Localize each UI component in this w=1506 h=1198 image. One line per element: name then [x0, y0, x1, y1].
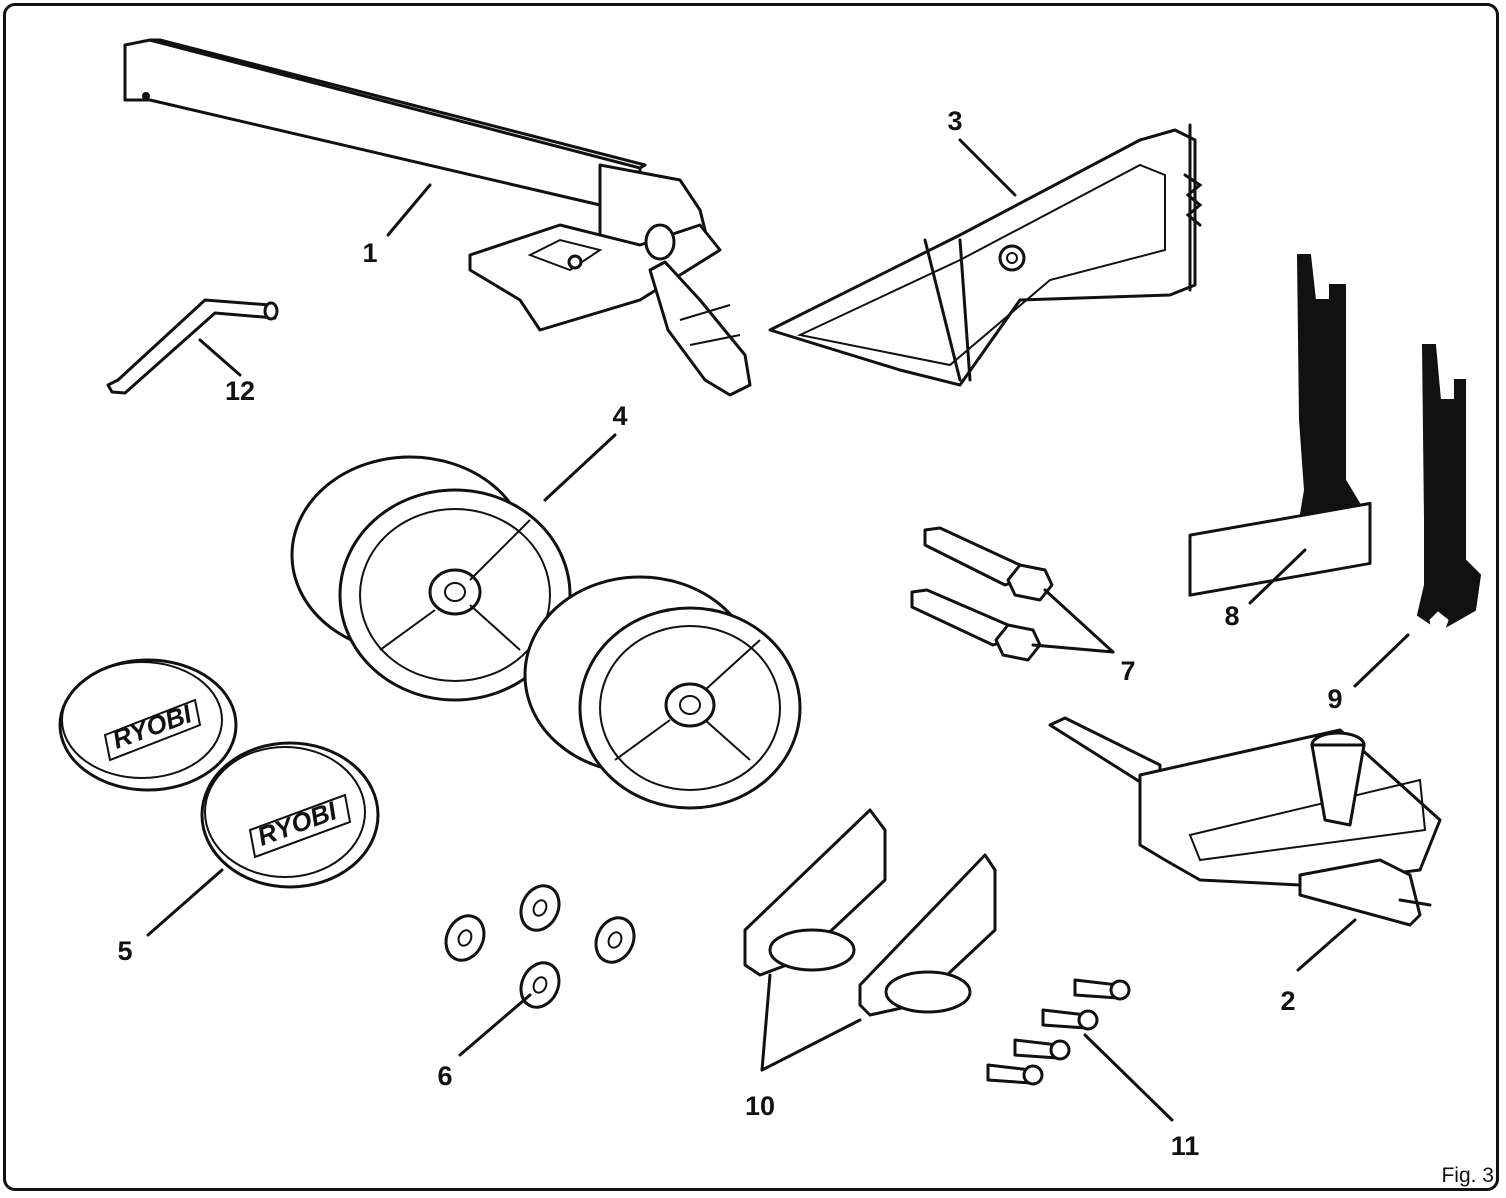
part-wheel-rear: [290, 455, 572, 702]
part-miter-gauge: [1048, 501, 1442, 927]
callout-4: 4: [612, 401, 627, 431]
part-washers: [444, 884, 636, 1009]
callout-3: 3: [947, 106, 962, 136]
part-bolts: [910, 526, 1054, 662]
part-inserts: [743, 808, 997, 1017]
callout-10: 10: [745, 1091, 775, 1121]
part-wrench-9: [1416, 344, 1482, 633]
part-hub-cap-1: RYOBI: [58, 658, 238, 792]
figure-label: Fig. 3: [1441, 1164, 1494, 1187]
callout-labels: 1 2 3 4 5 6 7 8 9 10 11 12: [117, 106, 1342, 1161]
part-screws: [986, 978, 1131, 1086]
part-blade-guard: [768, 123, 1203, 387]
callout-11: 11: [1171, 1131, 1200, 1161]
callout-8: 8: [1224, 601, 1239, 631]
callout-6: 6: [437, 1061, 452, 1091]
callout-9: 9: [1327, 684, 1342, 714]
callout-12: 12: [225, 376, 255, 406]
part-hex-key: [106, 298, 279, 395]
part-wheel-front: [523, 575, 802, 810]
part-hub-cap-2: RYOBI: [200, 741, 380, 889]
callout-2: 2: [1280, 986, 1295, 1016]
callout-7: 7: [1120, 656, 1135, 686]
callout-1: 1: [362, 238, 377, 268]
part-wrench-8: [1296, 254, 1362, 547]
figure-frame: [3, 3, 1499, 1191]
callout-5: 5: [117, 936, 132, 966]
leader-lines: [146, 138, 1410, 1122]
part-rip-fence: [123, 38, 752, 397]
